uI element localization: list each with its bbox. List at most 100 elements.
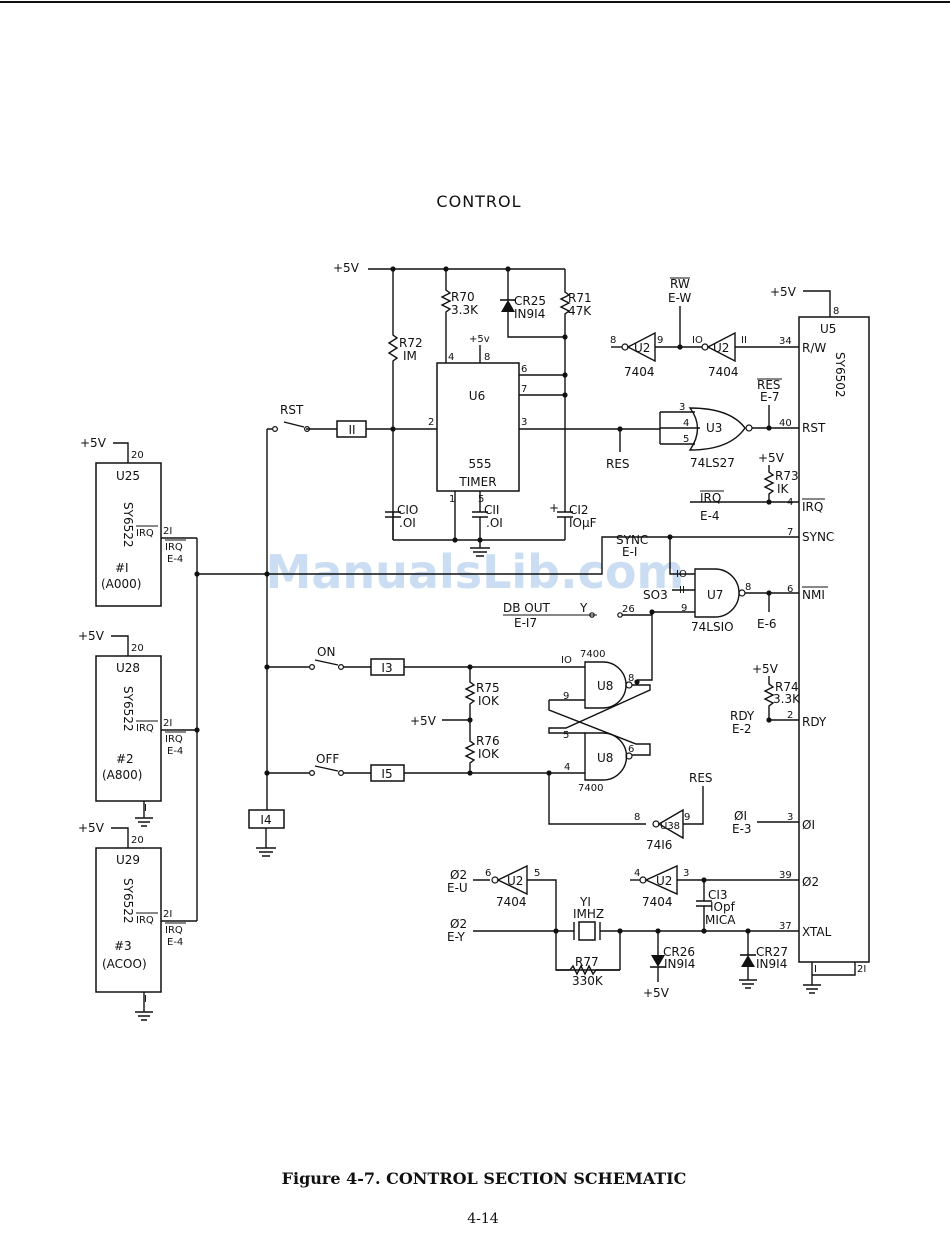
u8a-pin9: 9 — [563, 691, 569, 702]
page-number: 4-14 — [467, 1211, 499, 1227]
u38-pin9: 9 — [684, 812, 690, 823]
u25-pin-vcc: 20 — [131, 450, 144, 461]
r73-vcc: +5V — [758, 451, 785, 465]
u7-pin11: II — [679, 585, 685, 596]
u2c-part: 7404 — [496, 895, 527, 909]
u5-pin3-name: ØI — [802, 818, 815, 832]
u29-chip — [95, 847, 162, 993]
irq-pullup: +5V R73 IK IRQ E-4 — [690, 451, 799, 523]
u2c-pin-out: 5 — [534, 868, 540, 879]
vcc-small-label: +5v — [469, 334, 490, 345]
u2a-pin-in: 8 — [610, 335, 616, 346]
r77-value: 330K — [572, 974, 604, 988]
u38-part: 74I6 — [646, 838, 672, 852]
clock-section: Ø2 E-U 6 U2 5 7404 4 U2 3 7404 CI3 IOpf … — [447, 864, 799, 1000]
so3-label: SO3 — [643, 588, 668, 602]
vcc-top-label: +5V — [333, 261, 360, 275]
u6-pin4: 4 — [448, 352, 454, 363]
u29-ref: U29 — [116, 853, 140, 867]
u28-pin-vcc: 20 — [131, 643, 144, 654]
u5-pin40-num: 40 — [779, 418, 792, 429]
u6-pin8: 8 — [484, 352, 490, 363]
u25-vcc: +5V — [80, 436, 107, 450]
u5-pin2-name: RDY — [802, 715, 827, 729]
u2b-part: 7404 — [708, 365, 739, 379]
u8b-ref: U8 — [597, 751, 613, 765]
u3-part: 74LS27 — [690, 456, 735, 470]
r75-ref: R75 — [476, 681, 500, 695]
res2-label: RES — [689, 771, 713, 785]
u3-pin3: 3 — [679, 402, 685, 413]
u5-pin34-num: 34 — [779, 336, 792, 347]
timer-section: +5V R72 IM R70 3.3K CR25 IN9I4 R71 47K +… — [333, 261, 660, 557]
u2b-pin-in: IO — [692, 335, 703, 346]
c12-value: IOµF — [569, 516, 597, 530]
u38-ref: U38 — [660, 821, 680, 832]
u28-ref: U28 — [116, 661, 140, 675]
r72-ref: R72 — [399, 336, 423, 350]
u8b-pin6: 6 — [628, 744, 634, 755]
r76-ref: R76 — [476, 734, 500, 748]
connector-15-label: I5 — [381, 767, 392, 781]
u5-pin39-name: Ø2 — [802, 875, 819, 889]
u6-pin1: 1 — [449, 494, 455, 505]
u28-vcc: +5V — [78, 629, 105, 643]
r77-ref: R77 — [575, 955, 599, 969]
r70-ref: R70 — [451, 290, 475, 304]
r75-value: IOK — [478, 694, 500, 708]
u6-part: 555 — [469, 457, 492, 471]
u6-part2: TIMER — [458, 475, 496, 489]
phi2b-net: Ø2 — [450, 917, 467, 931]
u25-num: #I — [115, 561, 129, 575]
e4-label: E-4 — [700, 509, 720, 523]
y1-value: IMHZ — [573, 907, 604, 921]
u8a-ref: U8 — [597, 679, 613, 693]
u5-pin7-name: SYNC — [802, 530, 834, 544]
u8a-pin10: IO — [561, 655, 572, 666]
u8b-pin5: 5 — [563, 730, 569, 741]
via-u28: +5V 20 U28 SY6522 #2 (A800) IRQ 2I IRQ E… — [78, 629, 197, 827]
u5-pin7-num: 7 — [787, 527, 793, 538]
u25-chip — [95, 462, 162, 607]
connector-11-label: II — [348, 423, 355, 437]
res-net: RES — [757, 378, 781, 392]
phi2a-net: Ø2 — [450, 868, 467, 882]
u7-pin9: 9 — [681, 603, 687, 614]
rst-switch-label: RST — [280, 403, 304, 417]
u29-pin-vcc: 20 — [131, 835, 144, 846]
connector-13-label: I3 — [381, 661, 392, 675]
u6-ref: U6 — [469, 389, 485, 403]
c13-ref: CI3 — [708, 888, 728, 902]
u29-pin-irq: 2I — [163, 909, 172, 920]
u2d-pin-out: 3 — [683, 868, 689, 879]
c12-ref: CI2 — [569, 503, 589, 517]
u25-addr: (A000) — [101, 577, 141, 591]
connector-14-label: I4 — [260, 813, 271, 827]
u2c-ref: U2 — [507, 874, 523, 888]
u5-pin3-num: 3 — [787, 812, 793, 823]
u29-vcc: +5V — [78, 821, 105, 835]
u6-pin7: 7 — [521, 384, 527, 395]
u25-ref: U25 — [116, 469, 140, 483]
rdy-net: RDY — [730, 709, 755, 723]
u6-pin6: 6 — [521, 364, 527, 375]
u2a-part: 7404 — [624, 365, 655, 379]
res-node-label: RES — [606, 457, 630, 471]
e-w-label: E-W — [668, 291, 691, 305]
e3-label: E-3 — [732, 822, 752, 836]
e6-label: E-6 — [757, 617, 777, 631]
u5-pin-vcc: 8 — [833, 306, 839, 317]
cr26-value: IN9I4 — [664, 957, 695, 971]
figure-caption: Figure 4-7. CONTROL SECTION SCHEMATIC — [282, 1169, 687, 1188]
c13-type: MICA — [705, 913, 736, 927]
e7-label: E-7 — [760, 390, 780, 404]
watermark: ManualsLib.com — [266, 545, 685, 599]
u2d-pin-in: 4 — [634, 868, 640, 879]
u5-ref: U5 — [820, 322, 836, 336]
cr26-ref: CR26 — [663, 945, 695, 959]
u29-part-s: SY6522 — [121, 878, 135, 924]
u28-irq: IRQ — [136, 723, 154, 734]
r71-ref: R71 — [568, 291, 592, 305]
cr25-value: IN9I4 — [514, 307, 545, 321]
